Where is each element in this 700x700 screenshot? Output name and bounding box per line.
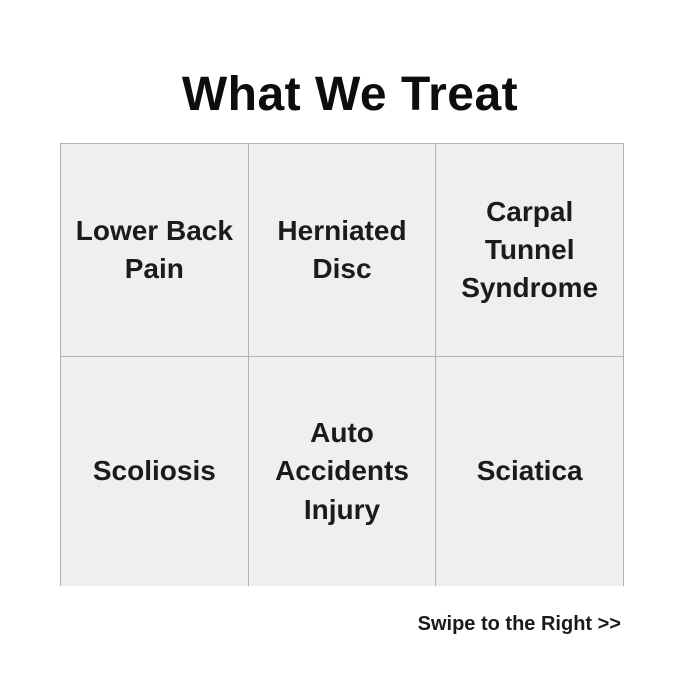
treatment-cell-scoliosis[interactable]: Scoliosis [61,357,248,586]
swipe-hint: Swipe to the Right >> [417,613,621,635]
treatment-label: Auto Accidents Injury [275,417,409,525]
treatment-label: Herniated Disc [277,214,407,284]
treatment-label: Scoliosis [92,455,216,487]
treatment-cell-auto-accidents-injury[interactable]: Auto Accidents Injury [248,357,436,586]
treatment-cell-herniated-disc[interactable]: Herniated Disc [248,144,436,356]
treatment-grid[interactable]: Lower Back Pain Herniated Disc Carpal Tu… [60,143,624,586]
page-title: What We Treat [181,68,519,121]
treatment-label: Carpal Tunnel Syndrome [461,195,599,304]
treatment-label: Lower Back Pain [75,214,233,284]
treatment-cell-lower-back-pain[interactable]: Lower Back Pain [61,144,248,356]
treatment-label: Sciatica [476,455,583,487]
treatment-cell-carpal-tunnel-syndrome[interactable]: Carpal Tunnel Syndrome [436,144,623,356]
treatment-cell-sciatica[interactable]: Sciatica [436,357,623,586]
